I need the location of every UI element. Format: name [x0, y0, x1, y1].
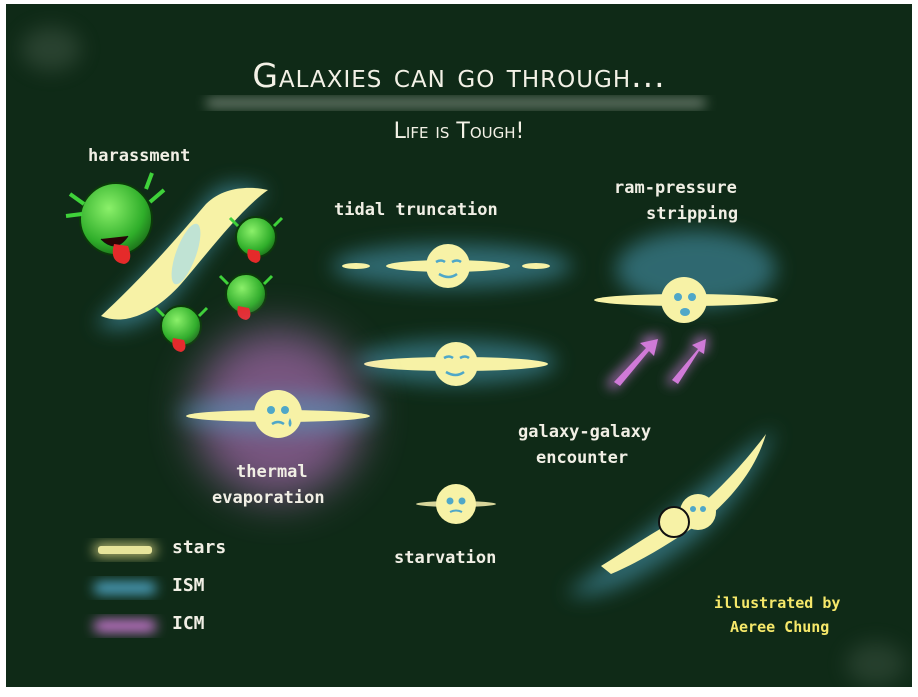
- credit-line2: Aeree Chung: [730, 618, 829, 636]
- label-harassment: harassment: [88, 146, 190, 166]
- illustration-canvas: [6, 4, 912, 687]
- starvation-illustration: [416, 484, 496, 524]
- stars-swatch-core: [98, 546, 152, 554]
- smiling-galaxy: [356, 340, 556, 386]
- ism-swatch: [94, 582, 156, 594]
- tidal-truncation-illustration: [332, 244, 572, 288]
- legend-stars: stars: [172, 537, 226, 558]
- galaxy-face: [426, 244, 470, 288]
- monster-icon: [230, 217, 282, 263]
- harassment-illustration: [66, 173, 282, 352]
- icm-swatch: [94, 620, 156, 632]
- monster-icon: [66, 173, 164, 264]
- chalk-smudge: [846, 642, 906, 686]
- chalkboard: Galaxies can go through... Life is Tough…: [6, 4, 912, 687]
- label-starvation: starvation: [394, 548, 496, 568]
- legend-swatches: [94, 544, 156, 632]
- label-ram-pressure-line2: stripping: [646, 204, 738, 224]
- monster-icon: [220, 274, 272, 320]
- page-subtitle: Life is Tough!: [6, 119, 912, 144]
- title-underline: [206, 99, 706, 107]
- label-thermal-line2: evaporation: [212, 488, 325, 508]
- page-title: Galaxies can go through...: [6, 56, 912, 95]
- monster-icon: [156, 306, 207, 352]
- label-tidal-truncation: tidal truncation: [334, 200, 498, 220]
- label-encounter: encounter: [536, 448, 628, 468]
- legend-icm: ICM: [172, 613, 205, 634]
- label-galaxy-galaxy: galaxy-galaxy: [518, 422, 651, 442]
- label-thermal-line1: thermal: [236, 462, 308, 482]
- credit-line1: illustrated by: [714, 594, 840, 612]
- label-ram-pressure-line1: ram-pressure: [614, 178, 737, 198]
- ram-pressure-illustration: [594, 231, 778, 390]
- legend-ism: ISM: [172, 575, 205, 596]
